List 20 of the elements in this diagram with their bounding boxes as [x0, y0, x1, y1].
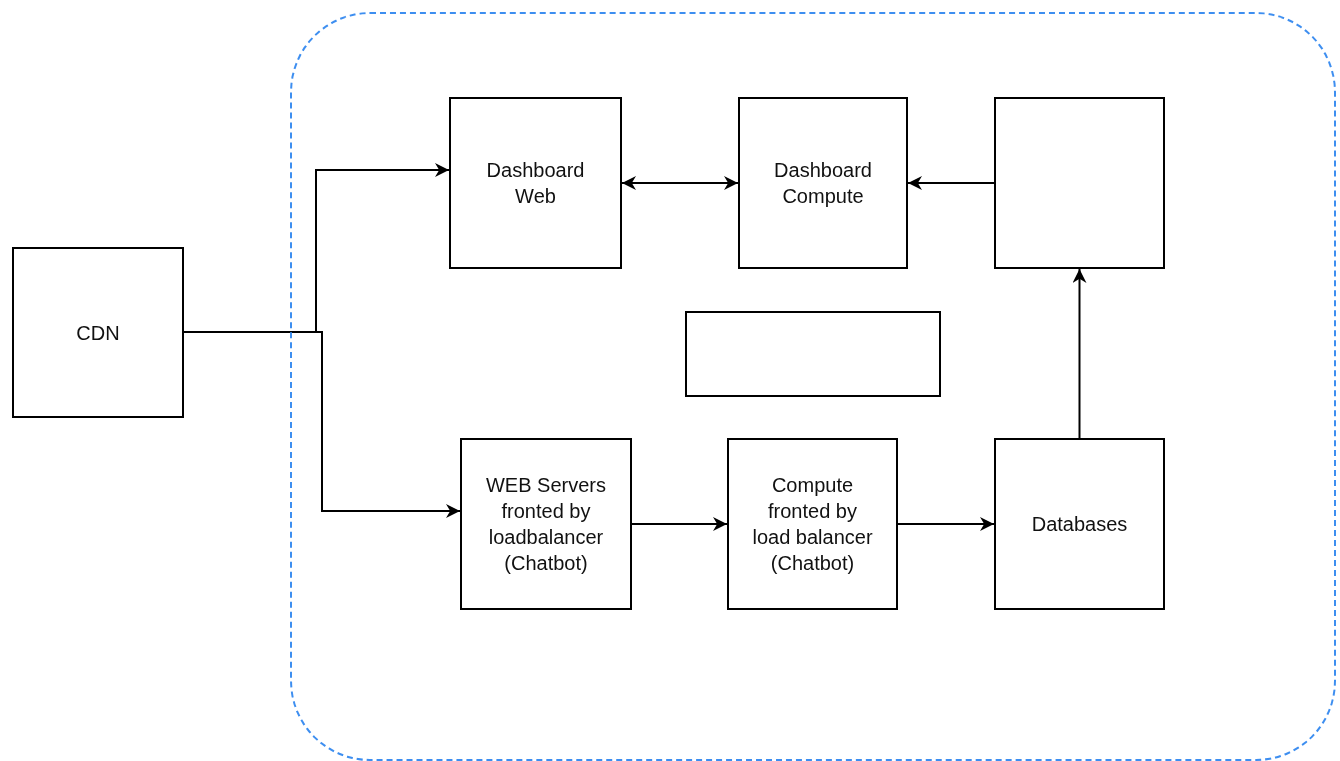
empty-box: [994, 97, 1165, 269]
empty-box: [685, 311, 941, 397]
process-box: [460, 438, 632, 610]
arrow: [897, 517, 995, 531]
arrow: [631, 517, 728, 531]
box-label: CDN: [75, 320, 121, 346]
process-box: [994, 438, 1165, 610]
arrow: [1072, 268, 1087, 439]
box-label: Dashboard Web: [485, 158, 586, 209]
process-box: [738, 97, 908, 269]
box-label: Dashboard Compute: [773, 158, 873, 209]
box-label: WEB Servers fronted by loadbalancer (Chatbot): [485, 473, 607, 576]
dashed-group-boundary: [290, 12, 1336, 761]
process-box: [449, 97, 622, 269]
arrow: [621, 176, 739, 190]
box-label: Compute fronted by load balancer (Chatbot): [751, 473, 874, 576]
arrow: [907, 176, 995, 190]
box-label: Databases: [1030, 512, 1129, 537]
process-box: [727, 438, 898, 610]
process-box: [12, 247, 184, 418]
